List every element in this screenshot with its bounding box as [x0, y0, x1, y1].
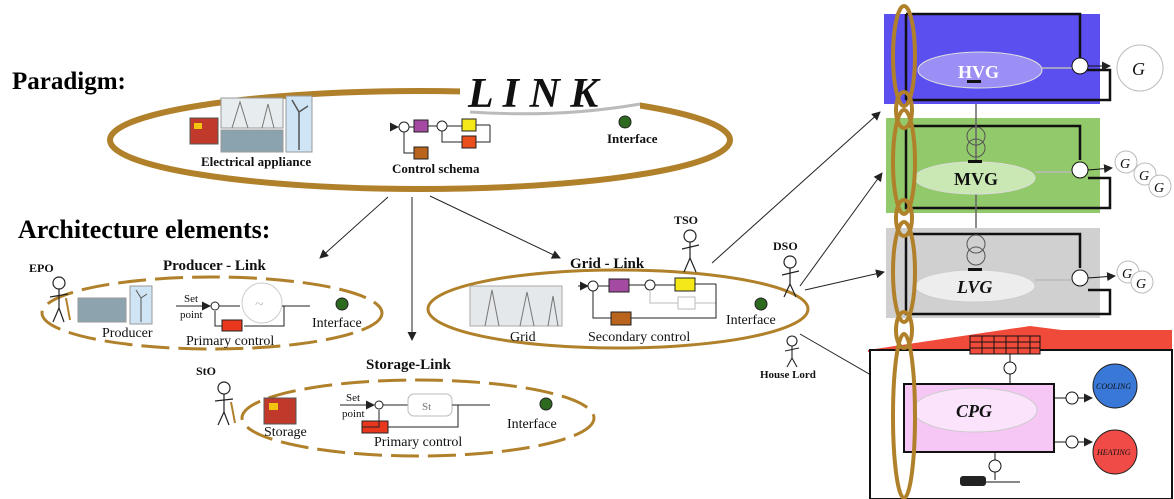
storage-point-label: point — [342, 408, 365, 420]
sto-actor-icon — [214, 381, 236, 426]
paradigm-heading: Paradigm: — [12, 68, 126, 95]
link-paradigm: L I N K Electrical appliance — [107, 70, 733, 192]
dso-label: DSO — [773, 239, 798, 253]
storage-ellipse — [240, 378, 596, 458]
primary-control-block — [221, 319, 243, 332]
storage-title: Storage-Link — [366, 357, 452, 373]
hvg-label: HVG — [958, 62, 999, 82]
architecture-heading: Architecture elements: — [18, 215, 270, 244]
cooling-device — [1092, 363, 1138, 409]
tso-label: TSO — [674, 213, 698, 227]
storage-interface-icon — [539, 397, 553, 411]
interface-icon — [618, 115, 632, 129]
ev-car — [960, 476, 986, 486]
lvg-g-label-2: G — [1136, 277, 1146, 292]
epo-actor-icon — [49, 276, 71, 323]
producer-dam-image — [77, 297, 127, 323]
producer-link: Producer - Link EPO Producer Set point ~… — [29, 258, 384, 351]
epo-label: EPO — [29, 261, 54, 275]
grid-secondary-label: Secondary control — [588, 330, 690, 345]
producer-point-label: point — [180, 309, 203, 321]
producer-label: Producer — [102, 326, 153, 341]
storage-set-label: Set — [346, 392, 360, 404]
link-interface-label: Interface — [607, 131, 658, 146]
pylon-image — [220, 97, 284, 129]
lvg-panel: LVG G G — [886, 228, 1174, 318]
producer-title: Producer - Link — [163, 258, 266, 274]
mvg-label: MVG — [954, 169, 998, 189]
hvg-panel: HVG G — [884, 12, 1174, 104]
house-lord-label: House Lord — [760, 369, 816, 381]
grid-title: Grid - Link — [570, 256, 645, 272]
battery-image — [189, 117, 219, 145]
grid-pylon-image — [469, 285, 563, 327]
producer-primary-label: Primary control — [186, 334, 274, 349]
producer-interface-icon — [335, 297, 349, 311]
hvg-node — [917, 51, 1043, 89]
heating-label: HEATING — [1096, 448, 1131, 457]
hvg-generator — [1116, 44, 1164, 92]
link-chain — [891, 4, 917, 499]
mvg-g-label-3: G — [1154, 181, 1164, 196]
grid-label: Grid — [510, 330, 536, 345]
grid-ellipse — [426, 268, 810, 350]
storage-battery-image — [263, 397, 297, 425]
dso-actor-icon — [781, 255, 800, 298]
dam-image — [220, 129, 284, 153]
link-ellipse — [107, 88, 733, 192]
electrical-appliance-images — [189, 95, 313, 153]
link-title: L I N K — [467, 71, 601, 117]
storage-interface-label: Interface — [507, 417, 557, 432]
producer-ellipse — [40, 275, 384, 351]
producer-set-label: Set — [184, 293, 198, 305]
mvg-g-label-1: G — [1120, 157, 1130, 172]
svg-text:~: ~ — [255, 296, 264, 313]
grid-interface-label: Interface — [726, 313, 776, 328]
sto-label: StO — [196, 364, 216, 378]
lvg-g-label-1: G — [1122, 267, 1132, 282]
control-schema-label: Control schema — [392, 161, 480, 176]
mvg-g-label-2: G — [1139, 169, 1149, 184]
electrical-appliance-label: Electrical appliance — [201, 154, 311, 169]
cooling-label: COOLING — [1096, 382, 1131, 391]
storage-st-label: St — [422, 401, 431, 413]
tso-actor-icon — [681, 229, 700, 273]
storage-primary-label: Primary control — [374, 435, 462, 450]
cpg-label: CPG — [956, 401, 992, 421]
grid-interface-icon — [754, 297, 768, 311]
generator-icon — [241, 282, 283, 324]
mvg-panel: MVG G G G — [886, 104, 1174, 250]
grid-link: Grid - Link Grid Secondary control Inter… — [426, 213, 816, 381]
producer-interface-label: Interface — [312, 316, 362, 331]
storage-link: Storage-Link StO Storage Set point St Pr… — [196, 357, 596, 458]
secondary-control-block — [610, 311, 632, 326]
cpg-house: CPG COOLING HEATING — [868, 326, 1173, 499]
hvg-g-label: G — [1132, 59, 1145, 79]
storage-label: Storage — [264, 425, 307, 440]
heating-device — [1092, 429, 1138, 475]
control-schema-block — [390, 118, 491, 160]
lvg-label: LVG — [956, 277, 992, 297]
house-lord-actor-icon — [784, 335, 800, 368]
